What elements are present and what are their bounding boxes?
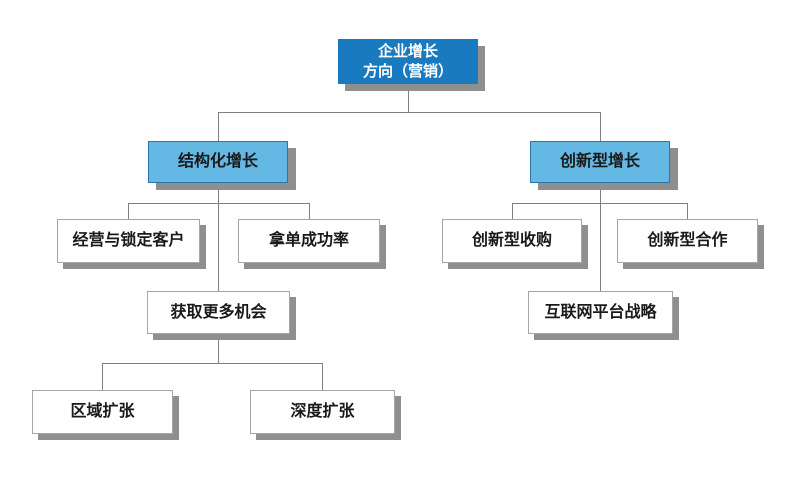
node-label: 区域扩张 xyxy=(70,403,135,421)
node-label-line2: 方向（营销） xyxy=(362,62,453,80)
connector-line xyxy=(512,203,513,219)
node-label: 结构化增长 xyxy=(177,153,258,171)
connector-line xyxy=(218,112,601,113)
connector-line xyxy=(309,203,310,219)
node-label: 创新型收购 xyxy=(471,232,552,250)
connector-line xyxy=(102,363,323,364)
node-innovative-growth: 创新型增长 xyxy=(530,141,670,183)
node-label: 获取更多机会 xyxy=(170,303,267,321)
node-order-success-rate: 拿单成功率 xyxy=(238,219,380,263)
node-innovative-acquisition: 创新型收购 xyxy=(442,219,582,263)
connector-line xyxy=(128,203,310,204)
node-operate-and-lock-customers: 经营与锁定客户 xyxy=(57,219,200,263)
node-label: 拿单成功率 xyxy=(268,232,349,250)
node-label: 经营与锁定客户 xyxy=(72,232,185,250)
node-label: 创新型合作 xyxy=(647,232,728,250)
connector-line xyxy=(102,363,103,390)
connector-line xyxy=(408,84,409,112)
connector-line xyxy=(600,112,601,141)
node-enterprise-growth-direction: 企业增长 方向（营销） xyxy=(338,39,478,84)
node-label: 互联网平台战略 xyxy=(544,303,657,321)
node-internet-platform-strategy: 互联网平台战略 xyxy=(528,291,673,334)
connector-line xyxy=(218,334,219,363)
node-innovative-cooperation: 创新型合作 xyxy=(617,219,758,263)
node-depth-expansion: 深度扩张 xyxy=(250,390,395,434)
connector-line xyxy=(600,183,601,291)
node-regional-expansion: 区域扩张 xyxy=(32,390,173,434)
connector-line xyxy=(128,203,129,219)
connector-line xyxy=(322,363,323,390)
connector-line xyxy=(687,203,688,219)
connector-line xyxy=(218,112,219,141)
node-gain-more-opportunities: 获取更多机会 xyxy=(147,291,290,334)
connector-line xyxy=(512,203,688,204)
connector-line xyxy=(218,183,219,291)
node-label: 创新型增长 xyxy=(559,153,640,171)
node-label-line1: 企业增长 xyxy=(377,43,438,60)
node-structured-growth: 结构化增长 xyxy=(148,141,288,183)
node-label: 深度扩张 xyxy=(290,403,355,421)
